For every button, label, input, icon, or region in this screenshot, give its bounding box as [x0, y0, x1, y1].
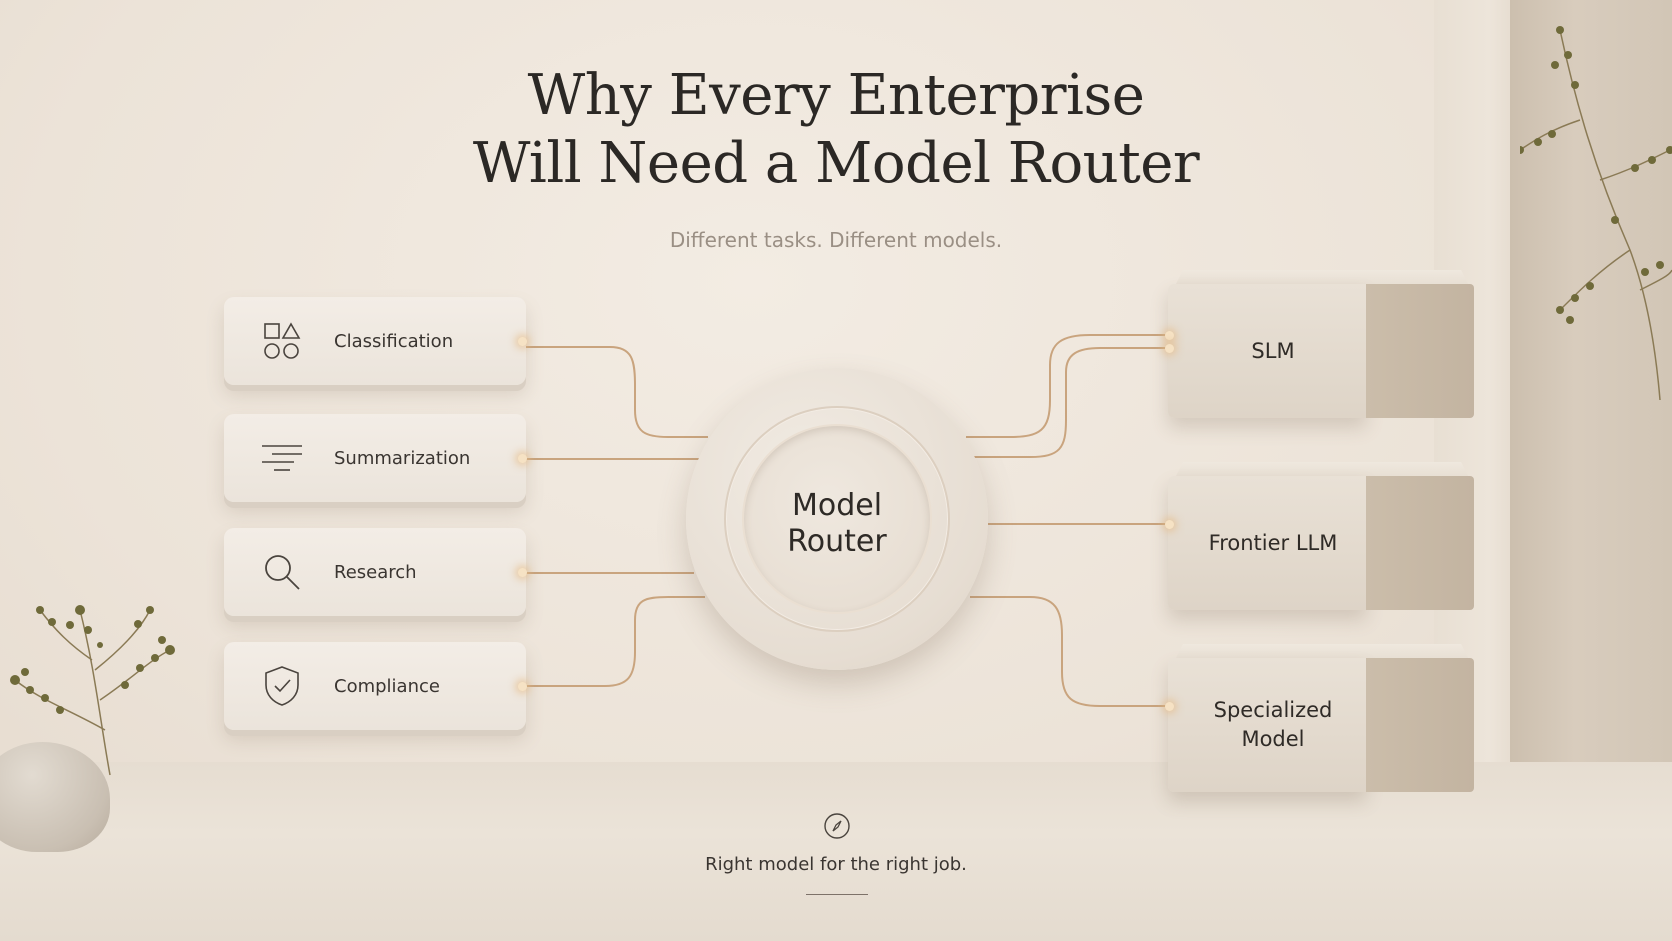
block-top-face — [1174, 462, 1470, 480]
router-label-line-2: Router — [787, 524, 887, 559]
task-label: Research — [334, 561, 417, 583]
task-label: Summarization — [334, 447, 471, 469]
tagline: Right model for the right job. — [705, 854, 967, 875]
connector-dot — [1165, 344, 1174, 353]
page-title: Why Every Enterprise Will Need a Model R… — [0, 62, 1672, 198]
model-label-line-1: SLM — [1251, 338, 1295, 363]
text-lines-icon — [258, 434, 306, 482]
task-card-compliance[interactable]: Compliance — [224, 642, 527, 730]
model-router-hub[interactable]: Model Router — [686, 368, 988, 670]
task-card-classification[interactable]: Classification — [224, 297, 527, 385]
connector-dot — [518, 454, 527, 463]
model-label-line-1: Frontier LLM — [1208, 530, 1338, 555]
model-label: Frontier LLM — [1168, 476, 1378, 610]
task-label: Compliance — [334, 675, 440, 697]
title-line-1: Why Every Enterprise — [527, 63, 1145, 128]
block-top-face — [1174, 270, 1470, 288]
model-label-line-1: Specialized — [1213, 698, 1333, 722]
model-label-line-2: Model — [1241, 727, 1305, 751]
search-icon — [258, 548, 306, 596]
connector-dot — [518, 568, 527, 577]
block-side-face — [1366, 284, 1474, 418]
shapes-icon — [258, 317, 306, 365]
model-block-slm[interactable]: SLM — [1165, 270, 1474, 418]
connector-dot — [1165, 331, 1174, 340]
connector-dot — [518, 682, 527, 691]
task-card-research[interactable]: Research — [224, 528, 527, 616]
background-pillar — [1510, 0, 1672, 800]
connector-dot — [518, 337, 527, 346]
task-card-summarization[interactable]: Summarization — [224, 414, 527, 502]
router-inner-disc — [744, 426, 930, 612]
block-front-face — [1168, 476, 1366, 610]
compass-icon — [824, 813, 850, 839]
block-side-face — [1366, 658, 1474, 792]
connector-dot — [1165, 702, 1174, 711]
shield-check-icon — [258, 662, 306, 710]
connector-specialized — [970, 596, 1172, 707]
router-label: Model Router — [686, 488, 988, 560]
connector-slm-1 — [966, 334, 1172, 438]
tagline-underline — [806, 894, 868, 895]
connector-slm-2 — [972, 347, 1172, 458]
block-side-face — [1366, 476, 1474, 610]
block-front-face — [1168, 284, 1366, 418]
page-subtitle: Different tasks. Different models. — [669, 228, 1003, 252]
model-block-frontier-llm[interactable]: Frontier LLM — [1165, 462, 1474, 610]
model-label: SLM — [1168, 284, 1378, 418]
router-outer-ring — [724, 406, 950, 632]
connector-classification — [526, 346, 708, 438]
router-label-line-1: Model — [791, 488, 883, 523]
plant-left-decoration — [10, 605, 175, 776]
decorative-rock — [0, 742, 110, 852]
plant-right-decoration — [1520, 26, 1672, 401]
task-label: Classification — [334, 330, 454, 352]
connector-dot — [1165, 520, 1174, 529]
block-front-face — [1168, 658, 1366, 792]
title-line-2: Will Need a Model Router — [472, 131, 1200, 196]
connector-compliance — [526, 596, 705, 687]
block-top-face — [1174, 644, 1470, 662]
